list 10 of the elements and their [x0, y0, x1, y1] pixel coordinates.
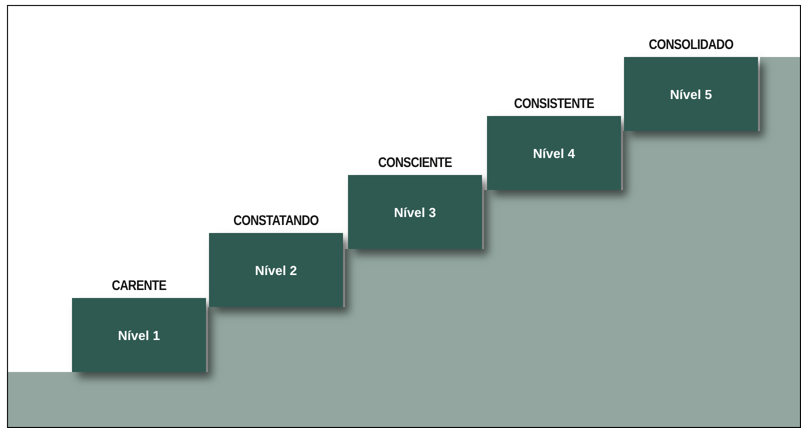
level-heading: CONSCIENTE	[377, 154, 453, 170]
level-box: Nível 4	[487, 116, 621, 190]
level-box: Nível 2	[209, 233, 343, 307]
level-heading: CONSOLIDADO	[648, 36, 734, 52]
level-box: Nível 5	[624, 57, 758, 131]
level-box: Nível 1	[72, 298, 206, 372]
level-heading: CONSTATANDO	[232, 212, 320, 228]
level-box: Nível 3	[348, 175, 482, 249]
level-heading: CONSISTENTE	[513, 95, 595, 111]
level-heading: CARENTE	[110, 277, 168, 293]
